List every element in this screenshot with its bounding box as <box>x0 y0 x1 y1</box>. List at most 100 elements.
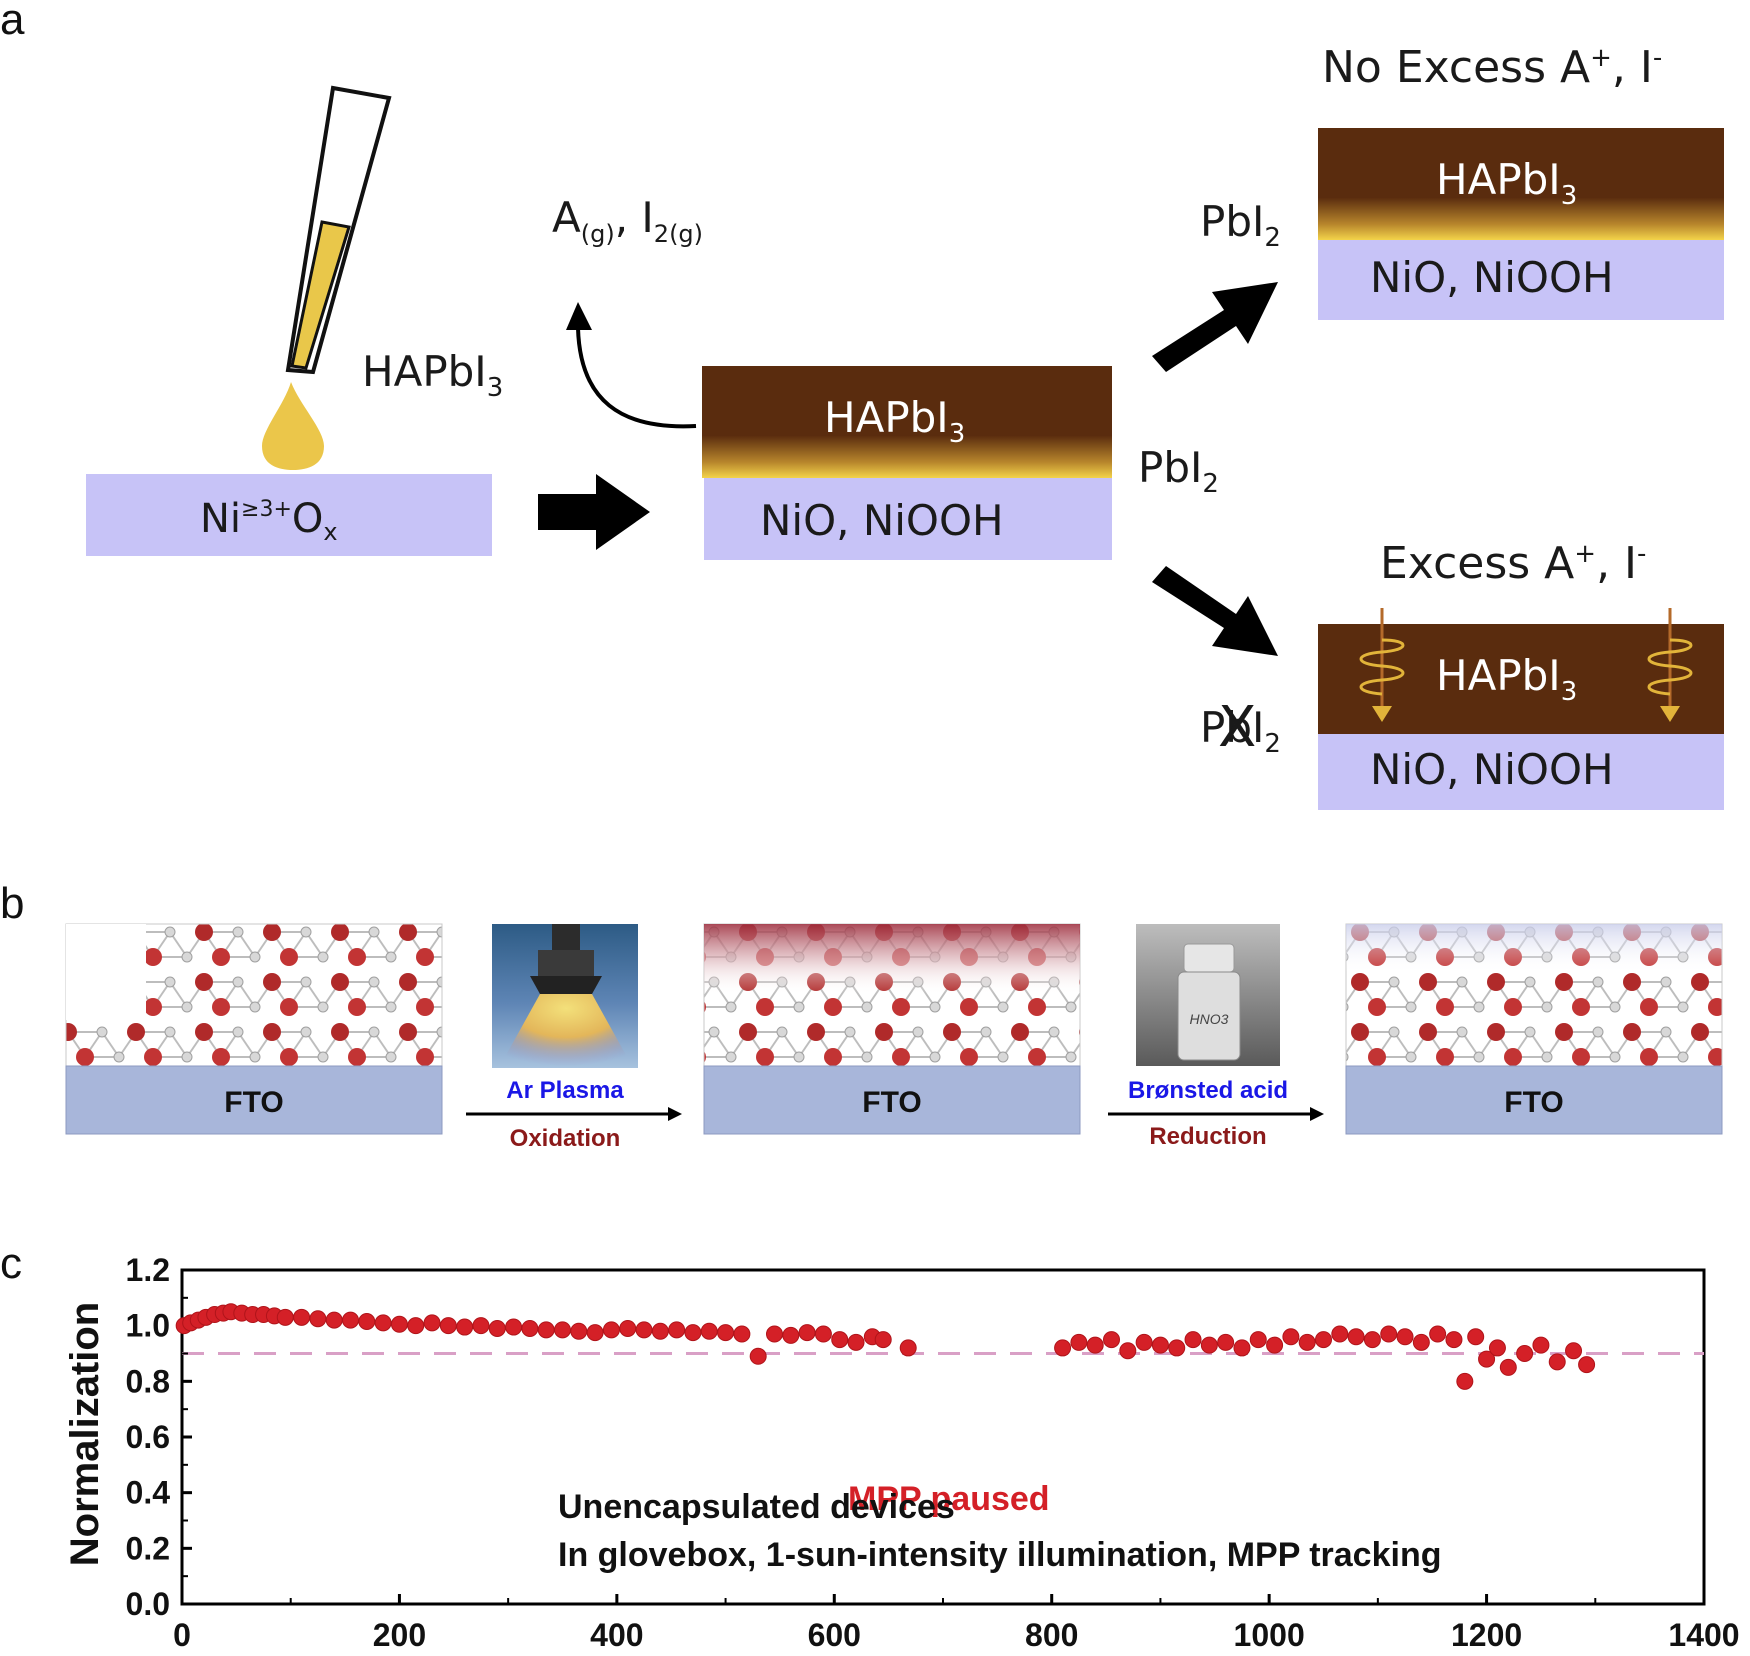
bottom-right-film-top-label: HAPbI3 <box>1436 651 1577 707</box>
data-point <box>899 1339 917 1357</box>
data-point <box>733 1325 751 1343</box>
data-point <box>1456 1372 1474 1390</box>
center-pbi2-label: PbI2 <box>1138 443 1219 499</box>
data-point <box>1331 1325 1349 1343</box>
data-point <box>309 1310 327 1328</box>
top-right-hapbi3-layer <box>1318 128 1724 240</box>
plasma-nozzle-icon <box>492 924 638 1068</box>
data-point <box>1086 1336 1104 1354</box>
top-right-nio-layer <box>1318 240 1724 320</box>
data-point <box>1103 1331 1121 1349</box>
data-point <box>1217 1333 1235 1351</box>
x-tick-label: 1400 <box>1668 1617 1739 1653</box>
data-point <box>1499 1358 1517 1376</box>
data-point <box>407 1317 425 1335</box>
pbi2-cross-mark: X <box>1218 695 1256 760</box>
x-tick-label: 200 <box>373 1617 426 1653</box>
panel-letter-c: c <box>0 1239 22 1288</box>
data-point <box>651 1322 669 1340</box>
y-tick-label: 0.8 <box>126 1363 170 1399</box>
data-point <box>1298 1333 1316 1351</box>
data-point <box>1135 1333 1153 1351</box>
y-tick-label: 1.0 <box>126 1308 170 1344</box>
svg-text:FTO: FTO <box>1504 1086 1563 1119</box>
vial-label: HNO3 <box>1190 1011 1229 1027</box>
x-tick-label: 600 <box>808 1617 861 1653</box>
data-point <box>342 1311 360 1329</box>
data-point <box>488 1319 506 1337</box>
top-right-film-top-label: HAPbI3 <box>1436 155 1577 211</box>
step1-arrowhead-icon <box>668 1107 682 1121</box>
step2-bottom-label: Reduction <box>1149 1123 1266 1150</box>
panel-letter-a: a <box>0 0 25 44</box>
data-point <box>1548 1353 1566 1371</box>
y-tick-label: 0.6 <box>126 1419 170 1455</box>
note-line-1: Unencapsulated devices <box>558 1488 955 1526</box>
fto-substrate-reduced: FTO <box>1345 923 1723 1135</box>
x-tick-label: 1000 <box>1234 1617 1305 1653</box>
data-point <box>1363 1331 1381 1349</box>
svg-text:FTO: FTO <box>224 1086 283 1119</box>
gas-label: A(g), I2(g) <box>552 193 703 248</box>
y-axis-title: Normalization <box>63 1302 107 1566</box>
data-point <box>1412 1333 1430 1351</box>
data-point <box>814 1325 832 1343</box>
data-point <box>423 1314 441 1332</box>
data-point <box>1249 1331 1267 1349</box>
data-point <box>1429 1325 1447 1343</box>
data-point <box>276 1308 294 1326</box>
data-point <box>700 1322 718 1340</box>
data-point <box>1168 1339 1186 1357</box>
data-point <box>505 1318 523 1336</box>
step2-top-label: Brønsted acid <box>1128 1077 1288 1104</box>
data-point <box>1200 1336 1218 1354</box>
data-point <box>1532 1336 1550 1354</box>
data-point <box>1151 1336 1169 1354</box>
data-point <box>1396 1328 1414 1346</box>
data-point <box>390 1315 408 1333</box>
x-tick-label: 800 <box>1025 1617 1078 1653</box>
x-tick-label: 0 <box>173 1617 191 1653</box>
data-point <box>1380 1325 1398 1343</box>
center-hapbi3-layer <box>702 366 1112 478</box>
svg-text:FTO: FTO <box>862 1086 921 1119</box>
data-point <box>521 1319 539 1337</box>
data-point <box>358 1312 376 1330</box>
step1-bottom-label: Oxidation <box>510 1125 621 1152</box>
data-point <box>374 1314 392 1332</box>
data-point <box>831 1331 849 1349</box>
center-nio-layer <box>704 478 1112 560</box>
curved-arrow-head-icon <box>566 302 592 330</box>
panel-a: a Ni≥3+Ox HAPbI3 HAPbI3 NiO, NiOOH PbI2 … <box>0 0 1724 810</box>
data-point <box>874 1331 892 1349</box>
y-tick-label: 0.2 <box>126 1530 170 1566</box>
data-point <box>1266 1336 1284 1354</box>
step2-arrowhead-icon <box>1310 1107 1324 1121</box>
data-point <box>684 1324 702 1342</box>
ion-diffusion-right-icon <box>1647 608 1693 722</box>
y-tick-label: 0.4 <box>126 1475 171 1511</box>
data-point <box>717 1324 735 1342</box>
data-point <box>619 1319 637 1337</box>
data-point <box>749 1347 767 1365</box>
arrow-right-icon <box>538 474 650 550</box>
ion-diffusion-left-icon <box>1359 608 1405 722</box>
top-right-pbi2-label: PbI2 <box>1200 197 1281 253</box>
data-point <box>1578 1356 1596 1374</box>
data-point <box>635 1321 653 1339</box>
arrow-up-right-icon <box>1152 282 1278 372</box>
data-point <box>1516 1345 1534 1362</box>
data-point <box>765 1325 783 1343</box>
data-point <box>586 1324 604 1342</box>
center-film-top-label: HAPbI3 <box>824 393 965 449</box>
arrow-down-right-icon <box>1152 566 1278 656</box>
top-right-film-bottom-label: NiO, NiOOH <box>1370 253 1614 302</box>
data-point <box>1282 1328 1300 1346</box>
data-point <box>293 1308 311 1326</box>
mpp-paused-annotation: MPP paused <box>848 1480 1050 1518</box>
data-point <box>1070 1333 1088 1351</box>
bottom-right-film-bottom-label: NiO, NiOOH <box>1370 745 1614 794</box>
drop-label: HAPbI3 <box>362 347 503 403</box>
